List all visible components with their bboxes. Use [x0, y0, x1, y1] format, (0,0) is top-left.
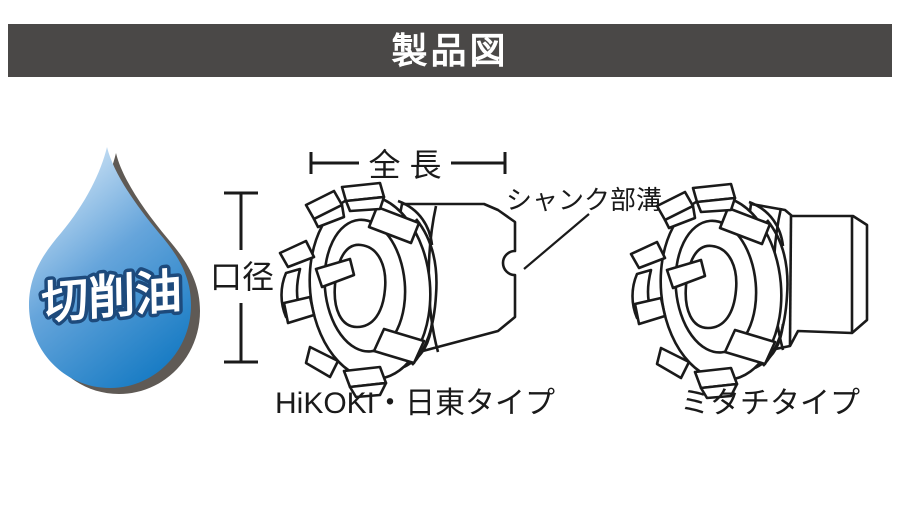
- shank-groove-leader-line: [523, 213, 590, 270]
- overall-length-dimension: [309, 152, 507, 174]
- cutting-oil-droplet: 切削油: [29, 147, 200, 394]
- overall-length-label: 全 長: [369, 147, 442, 183]
- bore-diameter-dimension: [224, 191, 258, 364]
- shank-groove-label: シャンク部溝: [506, 185, 662, 215]
- droplet-shape: [29, 147, 191, 388]
- page-title: 製品図: [391, 29, 509, 71]
- bore-diameter-label: 口径: [210, 259, 274, 295]
- overall-length-lines: [309, 152, 507, 174]
- cutter-type-label-hikoki-nitto: HiKOKI・日東タイプ: [275, 387, 555, 420]
- page-title-bar: 製品図: [8, 24, 892, 77]
- cutter-hikoki-nitto: [278, 181, 517, 399]
- bore-diameter-lines: [224, 191, 258, 364]
- cutter-mitachi: [629, 182, 869, 400]
- cutter-type-label-mitachi: ミタチタイプ: [680, 387, 860, 420]
